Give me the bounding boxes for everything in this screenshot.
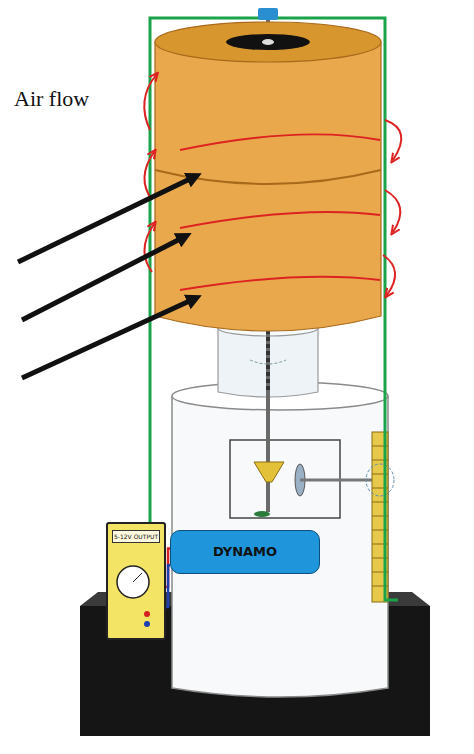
output-meter: 5-12V OUTPUT	[106, 522, 166, 640]
meter-dial	[113, 560, 153, 630]
top-bearing	[258, 8, 278, 20]
air-flow-arrows	[18, 176, 196, 378]
wire	[166, 565, 170, 607]
filter-rotor	[155, 22, 381, 331]
support-frame	[150, 18, 398, 600]
air-flow-label: Air flow	[14, 86, 89, 112]
dynamo-label: DYNAMO	[213, 544, 277, 560]
dynamo-box: DYNAMO	[170, 530, 320, 574]
meter-readout: 5-12V OUTPUT	[112, 530, 160, 543]
